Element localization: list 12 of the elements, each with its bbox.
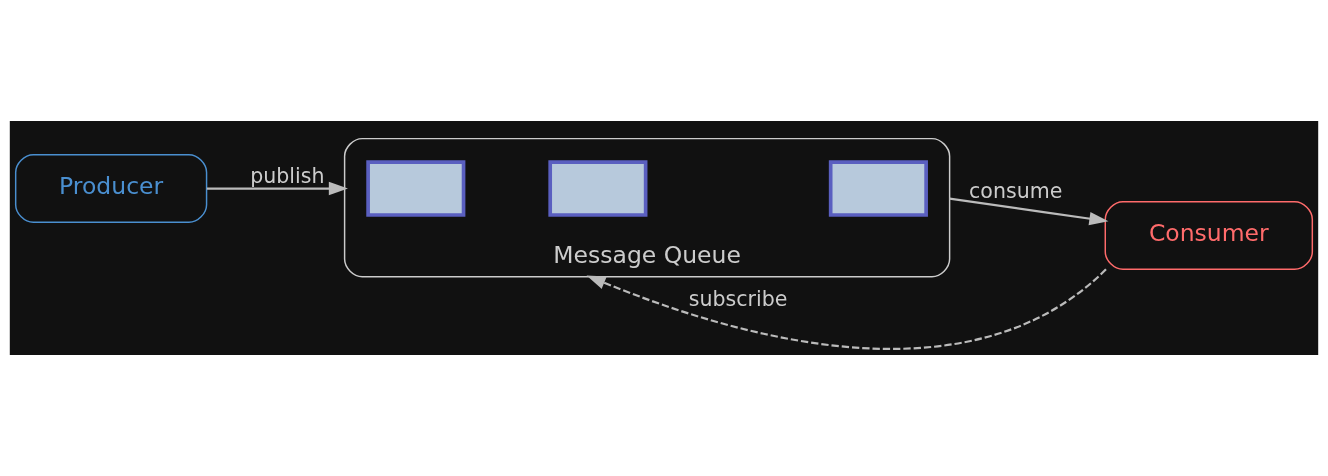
arrow — [206, 181, 348, 196]
node-box: Consumer — [1104, 201, 1314, 271]
node-envelope — [828, 160, 928, 217]
edge-label: publish — [250, 163, 325, 188]
cluster: Message Queue — [343, 137, 951, 278]
arrow — [949, 197, 1109, 226]
arrow — [586, 268, 1107, 350]
edge-label: consume — [969, 178, 1063, 203]
node-envelope — [548, 160, 648, 217]
edge-label: subscribe — [688, 287, 788, 312]
node-box: Producer — [14, 154, 208, 224]
node-envelope — [366, 160, 466, 217]
